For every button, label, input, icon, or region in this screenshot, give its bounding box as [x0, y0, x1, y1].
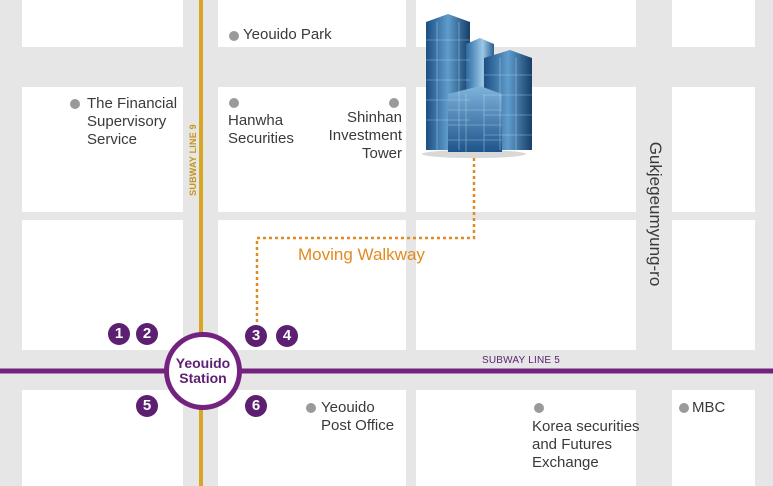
landmark-krx-line2: and Futures: [532, 436, 613, 453]
road-label-gukjegeumyung-ro: Gukjegeumyung-ro: [646, 141, 665, 287]
landmark-krx: Korea securities and Futures Exchange: [532, 418, 640, 472]
landmark-krx-line1: Korea securities: [532, 418, 640, 435]
exit-6-marker[interactable]: 6: [245, 395, 267, 417]
landmark-fss-line2: Supervisory: [87, 113, 167, 130]
moving-walkway-label: Moving Walkway: [298, 245, 425, 264]
station-name-line1: Yeouido: [175, 355, 231, 371]
exit-4-marker[interactable]: 4: [276, 325, 298, 347]
road-vertical-right: [755, 0, 773, 486]
landmark-dot-yeouido-park: [229, 31, 239, 41]
landmark-dot-hanwha: [229, 98, 239, 108]
landmark-dot-krx: [534, 403, 544, 413]
office-building-icon: [422, 14, 532, 158]
road-vertical-gukje: [636, 0, 672, 486]
landmark-dot-fss: [70, 99, 80, 109]
landmark-shinhan: Shinhan Investment Tower: [318, 109, 402, 163]
exit-3-marker[interactable]: 3: [245, 325, 267, 347]
landmark-hanwha: Hanwha Securities: [228, 112, 294, 148]
road-vertical-center: [406, 0, 416, 486]
landmark-dot-post-office: [306, 403, 316, 413]
exit-2-marker[interactable]: 2: [136, 323, 158, 345]
landmark-fss-line1: The Financial: [87, 95, 178, 112]
landmark-shinhan-line1: Shinhan: [346, 109, 402, 126]
landmark-dot-mbc: [679, 403, 689, 413]
exit-5-marker[interactable]: 5: [136, 395, 158, 417]
landmark-post-line2: Post Office: [321, 417, 395, 434]
moving-walkway-path: [255, 158, 476, 323]
landmark-yeouido-park: Yeouido Park: [243, 26, 332, 43]
landmark-hanwha-line2: Securities: [228, 130, 294, 147]
road-horizontal-middle: [0, 212, 773, 220]
landmark-hanwha-line1: Hanwha: [228, 112, 284, 129]
landmark-krx-line3: Exchange: [532, 454, 599, 471]
yeouido-station-marker[interactable]: Yeouido Station: [164, 332, 242, 410]
landmark-fss: The Financial Supervisory Service: [87, 95, 177, 149]
road-vertical-left: [0, 0, 22, 486]
landmark-mbc: MBC: [692, 399, 726, 416]
exit-1-marker[interactable]: 1: [108, 323, 130, 345]
landmark-fss-line3: Service: [87, 131, 138, 148]
landmark-shinhan-line2: Investment: [328, 127, 402, 144]
subway-line-9-label: SUBWAY LINE 9: [188, 124, 198, 196]
subway-line-5-label: SUBWAY LINE 5: [482, 355, 560, 366]
landmark-post-line1: Yeouido: [321, 399, 375, 416]
landmark-shinhan-line3: Tower: [361, 145, 402, 162]
landmark-post-office: Yeouido Post Office: [321, 399, 394, 435]
station-name-line2: Station: [179, 370, 227, 386]
landmark-dot-shinhan: [389, 98, 399, 108]
